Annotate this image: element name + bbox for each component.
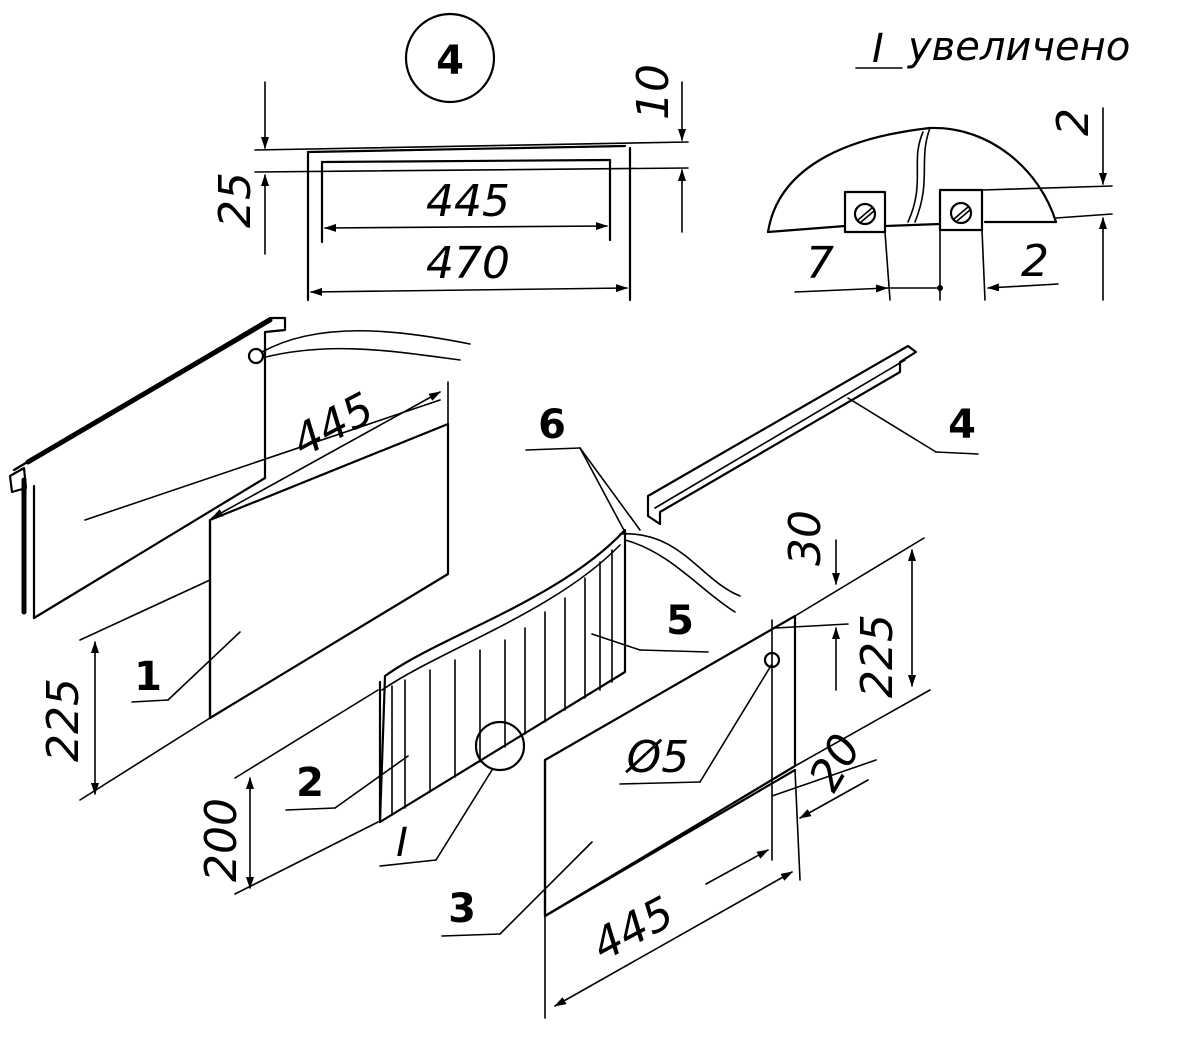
part-3-margin: 20 [799,726,871,800]
figure-number-badge: 4 [404,12,496,104]
detail-dim-gap: 2 [1048,108,1099,136]
detail-view: 7 2 2 [766,107,1113,301]
part-1-assembly: 445 225 1 [8,316,471,801]
top-view-dim-height: 25 [210,172,261,228]
part-label-5: 5 [666,598,694,644]
part-2-assembly: I 200 2 5 6 [196,402,741,895]
top-view-dim-outer: 470 [426,238,510,289]
part-label-2: 2 [296,760,324,806]
part-3-hole: Ø5 [625,732,690,783]
part-1-length: 445 [284,383,382,467]
part-3-height: 225 [852,614,903,698]
detail-caption: I увеличено [855,24,1130,72]
part-3-length: 445 [584,887,682,971]
part-label-6: 6 [538,402,566,448]
part-label-4: 4 [948,402,976,448]
top-view: 445 470 25 10 [210,64,689,302]
part-label-3: 3 [448,886,476,932]
detail-caption-text: увеличено [907,24,1130,70]
detail-dim-left: 7 [806,238,834,289]
part-label-1: 1 [134,654,162,700]
top-view-dim-lip: 10 [628,64,679,120]
detail-dim-right: 2 [1021,236,1049,287]
part-2-height: 200 [196,798,247,882]
top-view-dim-inner: 445 [426,176,510,227]
detail-caption-roman: I [872,26,884,72]
part-1-height: 225 [38,678,89,762]
part-2-detail-ref: I [396,820,408,866]
part-3-offset: 30 [780,510,831,566]
figure-number: 4 [436,38,464,84]
part-4-rail: 4 [646,344,979,526]
